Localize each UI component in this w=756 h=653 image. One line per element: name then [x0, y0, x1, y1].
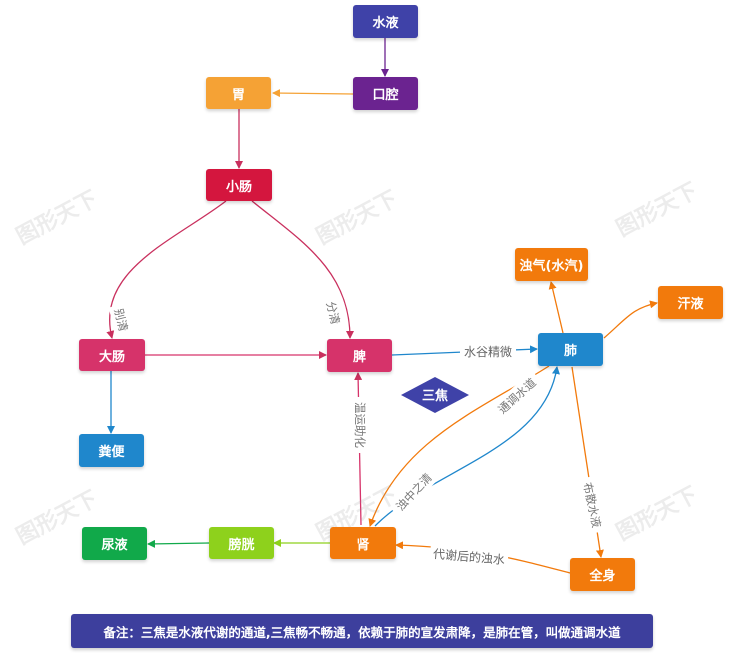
edge-label-wenyunzhuhua: 温运助化	[351, 397, 369, 453]
edge-xiaochang-pi	[251, 200, 354, 339]
node-quanshen: 全身	[570, 558, 635, 591]
node-xiaochang: 小肠	[206, 169, 272, 201]
edge-label-bieqing: 别清	[108, 303, 134, 337]
edge-pangguang-niaoye	[147, 539, 210, 548]
node-niaoye: 尿液	[82, 527, 147, 560]
edge-kouqiang-wei	[272, 89, 354, 98]
node-fei: 肺	[538, 333, 603, 366]
node-dachang: 大肠	[79, 339, 145, 371]
edge-label-fenqing: 分清	[320, 296, 346, 330]
node-wei: 胃	[206, 77, 271, 109]
footnote: 备注：三焦是水液代谢的通道,三焦畅不畅通，依赖于肺的宣发肃降，是肺在管，叫做通调…	[71, 614, 653, 648]
node-shen: 肾	[330, 527, 396, 559]
node-kouqiang: 口腔	[353, 77, 418, 110]
svg-text:浊中之清: 浊中之清	[393, 470, 435, 513]
svg-text:别清: 别清	[111, 307, 130, 333]
edge-xiaochang-dachang	[106, 200, 227, 339]
edge-label-zhuozhongzhiqing: 浊中之清	[388, 465, 440, 519]
svg-text:温运助化: 温运助化	[353, 402, 367, 448]
node-shuiye: 水液	[353, 5, 418, 38]
node-fenbian: 粪便	[79, 434, 144, 467]
edge-fei-hanye	[603, 300, 658, 339]
edge-label-busanshuiye: 布散水液	[577, 475, 607, 535]
sanjiao-diamond	[401, 377, 469, 413]
svg-text:通调水道: 通调水道	[495, 375, 539, 417]
svg-text:代谢后的浊水: 代谢后的浊水	[433, 546, 506, 567]
node-hanye: 汗液	[658, 286, 723, 319]
sanjiao-label: 三焦	[422, 388, 448, 404]
edge-fei-zhuoqi	[548, 281, 564, 334]
node-pangguang: 膀胱	[209, 527, 274, 559]
edge-label-daixiehoudezhuoshui: 代谢后的浊水	[429, 544, 509, 570]
svg-text:水谷精微: 水谷精微	[464, 345, 512, 359]
svg-text:分清: 分清	[323, 300, 342, 326]
node-zhuoqi: 浊气(水汽)	[515, 248, 588, 281]
node-pi: 脾	[327, 339, 392, 372]
edge-label-shuigujingwei: 水谷精微	[460, 343, 516, 361]
